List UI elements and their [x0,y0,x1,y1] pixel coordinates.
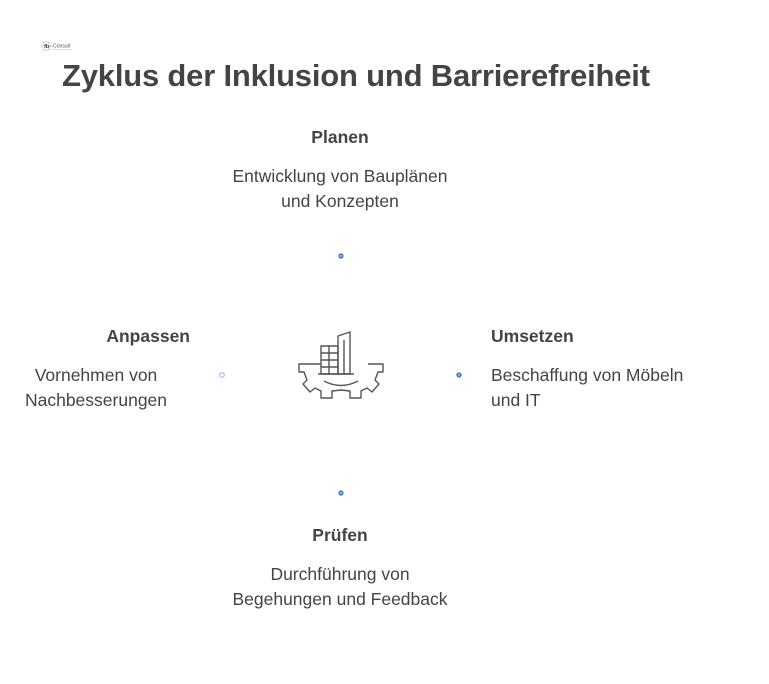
svg-text:-Consult: -Consult [52,44,71,50]
step-desc-check-line1: Durchführung von [270,564,410,584]
page-title: Zyklus der Inklusion und Barrierefreihei… [62,58,650,93]
step-desc-plan: Entwicklung von Bauplänen und Konzepten [200,164,480,214]
step-desc-adjust-line2: Nachbesserungen [24,390,168,410]
cycle-arrow-icon-top [338,253,344,259]
building-gear-icon [298,331,384,399]
step-title-adjust: Anpassen [106,326,190,346]
step-desc-adjust: Vornehmen von Nachbesserungen [10,363,182,413]
step-title-plan: Planen [311,127,369,147]
cycle-arrow-icon-bottom [338,490,344,496]
step-title-implement: Umsetzen [491,326,574,346]
step-desc-plan-line1: Entwicklung von Bauplänen [232,166,448,186]
step-desc-check-line2: Begehungen und Feedback [232,589,448,609]
step-desc-adjust-line1: Vornehmen von [34,365,158,385]
svg-text:fb: fb [44,44,50,50]
company-logo: fb -Consult [41,41,72,51]
step-desc-implement-line1: Beschaffung von Möbeln [491,365,684,385]
step-title-check: Prüfen [312,525,368,545]
step-desc-check: Durchführung von Begehungen und Feedback [200,562,480,612]
step-desc-plan-line2: und Konzepten [281,191,399,211]
cycle-arrow-icon-left [219,372,225,378]
step-desc-implement: Beschaffung von Möbeln und IT [491,363,751,413]
step-desc-implement-line2: und IT [491,390,541,410]
cycle-arrow-icon-right [456,372,462,378]
